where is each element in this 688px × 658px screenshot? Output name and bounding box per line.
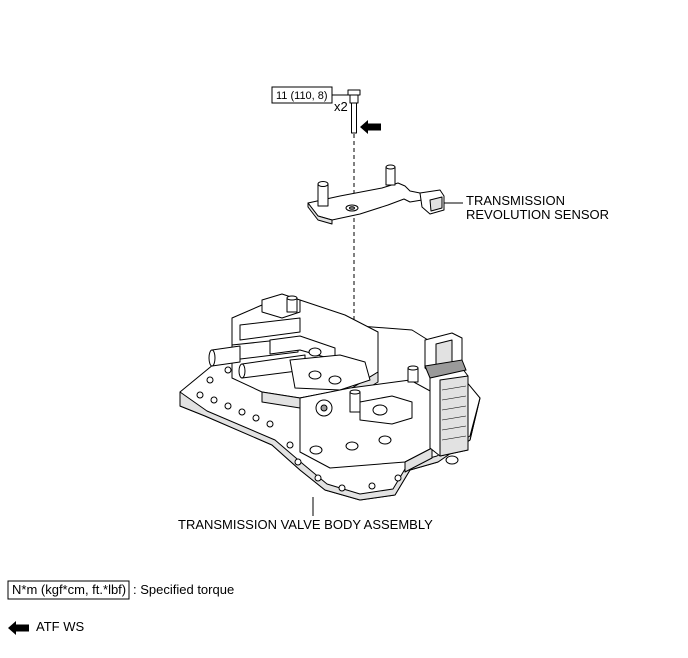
- legend: N*m (kgf*cm, ft.*lbf) : Specified torque…: [7, 580, 234, 635]
- quantity-label: x2: [334, 99, 348, 114]
- transmission-revolution-sensor: [307, 164, 445, 225]
- bolt: [347, 89, 361, 134]
- transmission-valve-body-assembly: [179, 293, 481, 501]
- torque-description: : Specified torque: [133, 582, 234, 597]
- valve-body-label: TRANSMISSION VALVE BODY ASSEMBLY: [178, 517, 433, 532]
- sensor-label-line2: REVOLUTION SENSOR: [466, 207, 609, 222]
- atf-legend-arrow-icon: [8, 621, 29, 635]
- torque-value: 11 (110, 8): [276, 90, 328, 102]
- sensor-label-line1: TRANSMISSION: [466, 193, 565, 208]
- torque-legend-box: [7, 580, 130, 600]
- fluid-label: ATF WS: [36, 619, 84, 634]
- torque-callout: 11 (110, 8) x2: [271, 86, 352, 114]
- torque-units: N*m (kgf*cm, ft.*lbf): [12, 582, 126, 597]
- atf-ws-arrow-icon: [360, 120, 381, 134]
